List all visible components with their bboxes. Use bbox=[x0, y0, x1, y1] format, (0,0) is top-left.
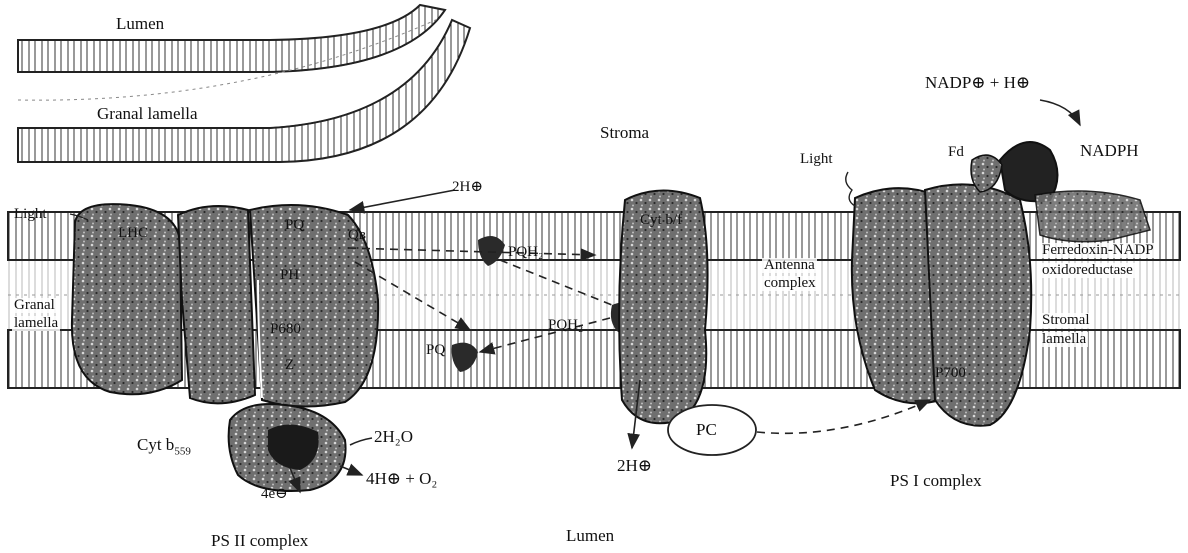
light-right-label: Light bbox=[800, 152, 833, 167]
granal-lamella-curved bbox=[18, 5, 470, 162]
stromal-line1-label: Stromal bbox=[1040, 313, 1092, 328]
two-h-bottom-label: 2H⊕ bbox=[617, 457, 652, 474]
antenna-line1-label: Antenna bbox=[762, 258, 817, 273]
ps1-complex-label: PS I complex bbox=[890, 472, 982, 489]
stroma-label: Stroma bbox=[600, 124, 649, 141]
nadph-label: NADPH bbox=[1080, 142, 1139, 159]
lumen-top-label: Lumen bbox=[116, 15, 164, 32]
h2o-label: 2H₂O bbox=[374, 428, 413, 445]
p680-label: P680 bbox=[270, 322, 301, 337]
cyt-bf-label: Cyt b/f bbox=[640, 213, 682, 228]
ps2-complex-label: PS II complex bbox=[211, 532, 308, 549]
granal-lamella-top-label: Granal lamella bbox=[95, 105, 200, 122]
nadp-label: NADP⊕ + H⊕ bbox=[925, 74, 1030, 91]
lhc-label: LHC bbox=[118, 226, 148, 241]
light-left-label: Light bbox=[14, 207, 47, 222]
p700-label: P700 bbox=[935, 366, 966, 381]
cyt-b559-prefix: Cyt b bbox=[137, 435, 174, 454]
pc-label: PC bbox=[696, 421, 717, 438]
granal-left-line1-label: Granal bbox=[12, 298, 57, 313]
ferredoxin-line1-label: Ferredoxin-NADP bbox=[1040, 243, 1156, 258]
pqh2-lower-label: PQH₂ bbox=[548, 318, 583, 333]
cyt-b559-subscript: 559 bbox=[174, 445, 191, 457]
lumen-bottom-label: Lumen bbox=[566, 527, 614, 544]
four-e-label: 4e⊖ bbox=[261, 487, 288, 502]
ferredoxin-line2-label: oxidoreductase bbox=[1040, 263, 1135, 278]
pq-lower-label: PQ bbox=[426, 343, 445, 358]
stromal-line2-label: lamella bbox=[1040, 332, 1088, 347]
pqh2-upper-label: PQH₂ bbox=[508, 245, 543, 260]
cyt-b559-label: Cyt b559 bbox=[137, 436, 191, 457]
qb-label: Qʙ bbox=[348, 228, 366, 243]
ph-label: PH bbox=[280, 268, 299, 283]
z-label: Z bbox=[285, 358, 294, 373]
two-h-top-label: 2H⊕ bbox=[452, 180, 483, 195]
four-h-o2-label: 4H⊕ + O₂ bbox=[366, 470, 437, 487]
fd-label: Fd bbox=[948, 145, 964, 160]
pq-top-label: PQ bbox=[285, 218, 304, 233]
ps2-complex-shape bbox=[72, 204, 378, 491]
antenna-line2-label: complex bbox=[762, 276, 818, 291]
granal-left-line2-label: lamella bbox=[12, 316, 60, 331]
